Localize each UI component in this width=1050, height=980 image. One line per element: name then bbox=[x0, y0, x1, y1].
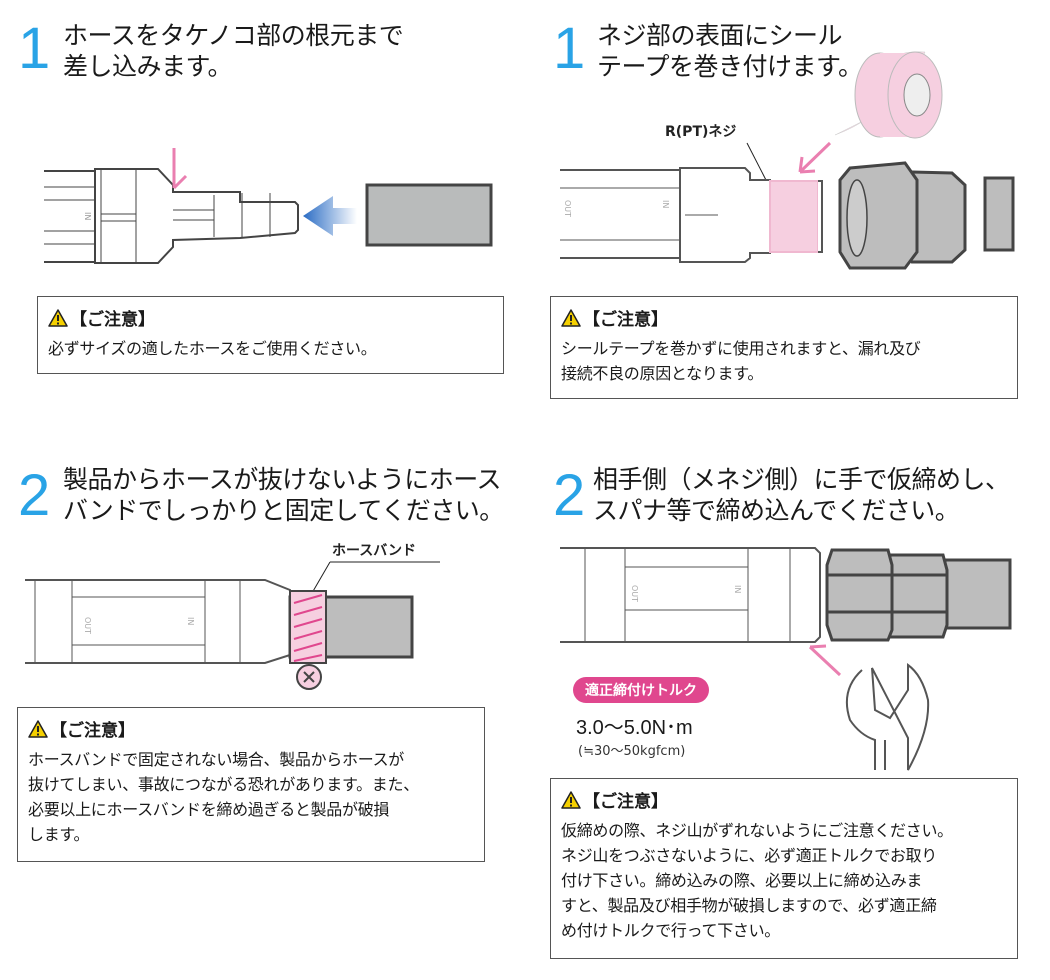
blue-arrow-icon bbox=[303, 196, 357, 236]
pink-arrow-icon bbox=[808, 644, 842, 677]
warning-icon bbox=[48, 309, 68, 327]
torque-value: 3.0〜5.0N･m bbox=[576, 717, 693, 739]
in-mark: IN bbox=[186, 617, 195, 625]
caution-title: 【ご注意】 bbox=[70, 310, 155, 330]
in-mark: IN bbox=[661, 200, 670, 208]
thread-label: R(PT)ネジ bbox=[665, 124, 736, 140]
pink-arrow-icon bbox=[172, 148, 188, 190]
out-mark: OUT bbox=[83, 617, 92, 634]
in-mark: IN bbox=[83, 212, 92, 220]
warning-icon bbox=[561, 309, 581, 327]
step-title: 製品からホースが抜けないようにホース バンドでしっかりと固定してください。 bbox=[63, 465, 504, 525]
wrench-icon bbox=[846, 663, 930, 771]
tightening-illustration: OUT IN bbox=[560, 547, 1012, 771]
caution-title: 【ご注意】 bbox=[583, 310, 668, 330]
caution-text: 仮締めの際、ネジ山がずれないようにご注意ください。 ネジ山をつぶさないように、必… bbox=[561, 821, 953, 940]
torque-alt-value: (≒30〜50kgfcm) bbox=[578, 744, 686, 759]
hose-band-illustration: ホースバンド OUT IN bbox=[25, 543, 440, 690]
caution-box: 【ご注意】 必ずサイズの適したホースをご使用ください。 bbox=[37, 296, 504, 374]
step-number: 2 bbox=[18, 463, 51, 528]
step-number: 2 bbox=[553, 463, 586, 528]
torque-badge: 適正締付けトルク bbox=[573, 677, 709, 703]
hose-band bbox=[289, 590, 327, 690]
female-nut bbox=[825, 548, 1012, 642]
caution-box: 【ご注意】 シールテープを巻かずに使用されますと、漏れ及び 接続不良の原因となり… bbox=[550, 296, 1018, 399]
seal-tape-illustration: R(PT)ネジ OUT IN bbox=[560, 51, 1015, 270]
out-mark: OUT bbox=[630, 585, 639, 602]
hose-section bbox=[365, 183, 493, 247]
caution-text: シールテープを巻かずに使用されますと、漏れ及び 接続不良の原因となります。 bbox=[561, 339, 921, 383]
caution-title: 【ご注意】 bbox=[583, 792, 668, 812]
step-title: ネジ部の表面にシール テープを巻き付けます。 bbox=[597, 21, 863, 81]
warning-icon bbox=[561, 791, 581, 809]
caution-text: ホースバンドで固定されない場合、製品からホースが 抜けてしまい、事故につながる恐… bbox=[28, 750, 419, 844]
female-nut bbox=[838, 161, 1015, 270]
caution-title: 【ご注意】 bbox=[50, 721, 135, 741]
caution-box: 【ご注意】 ホースバンドで固定されない場合、製品からホースが 抜けてしまい、事故… bbox=[17, 707, 485, 862]
in-mark: IN bbox=[733, 585, 742, 593]
pink-arrow-icon bbox=[798, 141, 832, 174]
out-mark: OUT bbox=[563, 200, 572, 217]
hose-band-label: ホースバンド bbox=[332, 543, 416, 559]
seal-tape-roll bbox=[834, 51, 943, 139]
step-title: ホースをタケノコ部の根元まで 差し込みます。 bbox=[63, 21, 404, 81]
hose-insertion-illustration: IN bbox=[44, 148, 493, 264]
caution-text: 必ずサイズの適したホースをご使用ください。 bbox=[48, 339, 377, 358]
step-title: 相手側（メネジ側）に手で仮締めし、 スパナ等で締め込んでください。 bbox=[593, 465, 1010, 525]
step-number: 1 bbox=[553, 16, 586, 81]
caution-box: 【ご注意】 仮締めの際、ネジ山がずれないようにご注意ください。 ネジ山をつぶさな… bbox=[550, 778, 1018, 959]
step-number: 1 bbox=[18, 16, 51, 81]
warning-icon bbox=[28, 720, 48, 738]
